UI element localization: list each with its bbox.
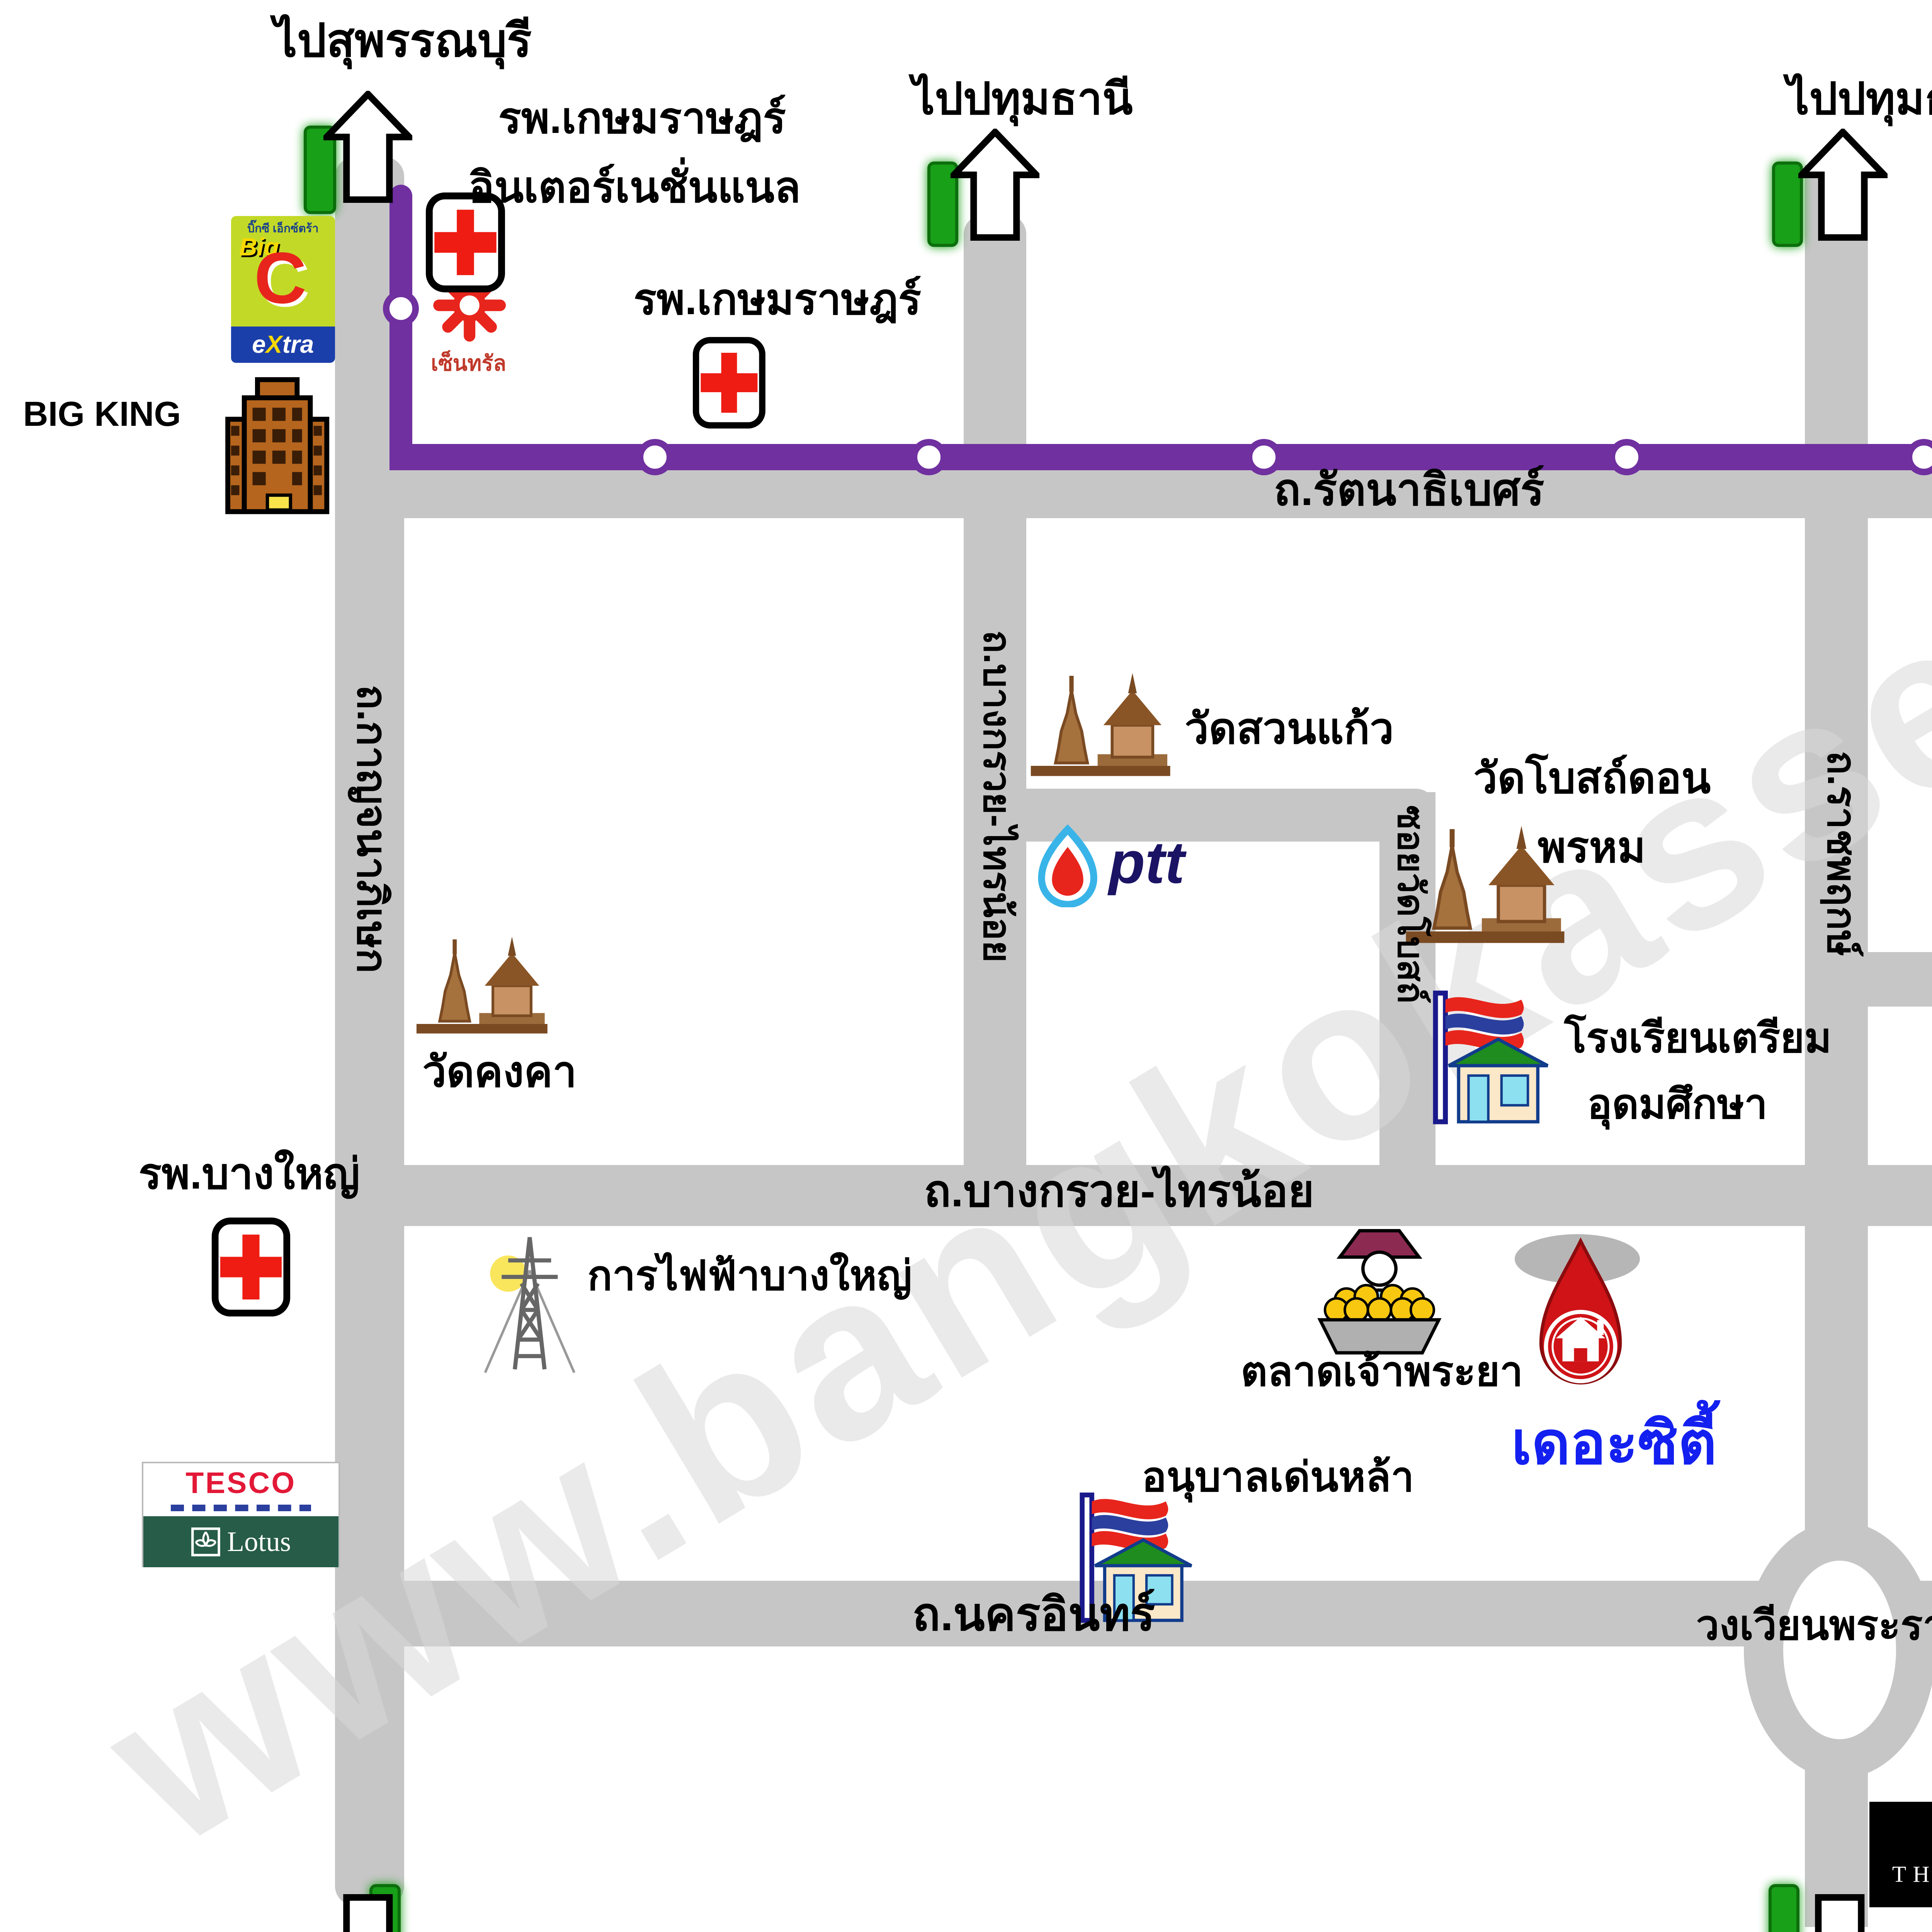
tesco-lotus-logo: TESCO Lotus xyxy=(142,1462,340,1568)
mrt-station-icon xyxy=(637,439,673,475)
road-label-nakhon-in: ถ.นครอินทร์ xyxy=(912,1589,1155,1641)
school-icon xyxy=(1433,991,1549,1124)
poi-label-kasemrad-inter-2: อินเตอร์เนชั่นแนล xyxy=(468,163,801,211)
big-c-extra-band: eXtra xyxy=(231,327,335,363)
mrt-station-icon xyxy=(1609,439,1645,475)
poi-label-electricity: การไฟฟ้าบางใหญ่ xyxy=(587,1252,912,1299)
temple-icon xyxy=(1406,826,1564,943)
road-rattanathibet xyxy=(335,463,1932,518)
green-bar xyxy=(1769,1884,1800,1932)
road-label-rama5-roundabout: วงเวียนพระรามห้า xyxy=(1696,1602,1932,1649)
mrt-station-icon xyxy=(911,439,947,475)
road-label-kanchanaphisek: ถ.กาญจนาภิเษก xyxy=(349,685,396,974)
road-label-bangkruai-sainoi: ถ.บางกรวย-ไทรน้อย xyxy=(924,1167,1315,1216)
hospital-cross-icon xyxy=(425,192,505,293)
hospital-cross-icon xyxy=(211,1218,290,1317)
poi-label-big-king: BIG KING xyxy=(23,395,181,434)
school-icon xyxy=(1080,1492,1192,1623)
poi-label-wat-bot-don-2: พรหม xyxy=(1537,823,1646,871)
road-bangkruai-sainoi xyxy=(335,1165,1932,1226)
poi-label-triam-udom-1: โรงเรียนเตรียม xyxy=(1564,1015,1832,1061)
road-soi-wat-bot xyxy=(1379,792,1435,1188)
poi-label-wat-khongkha: วัดคงคา xyxy=(422,1047,577,1096)
central-label: เซ็นทรัล xyxy=(431,352,507,376)
poi-label-chaophraya-market: ตลาดเจ้าพระยา xyxy=(1241,1348,1523,1395)
arrow-up-icon xyxy=(950,129,1040,241)
rama5-roundabout xyxy=(1744,1521,1932,1779)
market-vendor-icon xyxy=(1317,1229,1442,1355)
the-city-pin-icon xyxy=(1539,1237,1622,1384)
arrow-up-icon xyxy=(1798,129,1888,241)
poi-label-kasemrad-inter-1: รพ.เกษมราษฎร์ xyxy=(498,94,786,142)
lotus-flower-icon xyxy=(191,1527,220,1556)
the-walk-logo: THE W ALK ราชพฤกษ์ xyxy=(1869,1801,1932,1908)
arrow-up-icon xyxy=(323,90,413,203)
tesco-dashes xyxy=(170,1504,311,1512)
arrow-down-icon xyxy=(343,1894,393,1932)
temple-icon xyxy=(1031,673,1170,776)
road-label-rattanathibet: ถ.รัตนาธิเบศร์ xyxy=(1274,465,1544,515)
ptt-flame-icon xyxy=(1038,824,1097,908)
road-bangkruai-sainoi-vertical xyxy=(963,214,1026,1191)
central-logo: เซ็นทรัล xyxy=(416,267,521,380)
destination-pathumthani-east: ไปปทุมธานี xyxy=(1787,74,1932,124)
mrt-station-icon xyxy=(383,290,419,327)
road-branch-east xyxy=(1836,952,1932,1007)
poi-label-wat-bot-don-1: วัดโบสถ์ดอน xyxy=(1473,753,1711,802)
road-label-ratchaphruek: ถ.ราชพฤกษ์ xyxy=(1819,750,1864,956)
poi-label-kasemrad: รพ.เกษมราษฎร์ xyxy=(633,275,922,324)
mrt-purple-line xyxy=(389,444,1932,470)
destination-pathumthani-west: ไปปทุมธานี xyxy=(912,74,1133,124)
power-pylon-icon xyxy=(484,1237,575,1373)
poi-label-the-city: เดอะซิตี้ xyxy=(1511,1410,1717,1477)
big-king-building-icon xyxy=(225,377,329,514)
poi-label-denla: อนุบาลเด่นหล้า xyxy=(1141,1454,1414,1500)
temple-icon xyxy=(416,936,548,1034)
poi-label-bangyai-hospital: รพ.บางใหญ่ xyxy=(138,1150,360,1198)
ptt-logo-text: ptt xyxy=(1109,829,1185,896)
mrt-purple-line-vertical xyxy=(389,185,413,469)
big-c-extra-logo: บิ๊กซี เอ็กซ์ตร้า Big C eXtra xyxy=(231,216,335,363)
poi-label-triam-udom-2: อุดมศึกษา xyxy=(1587,1081,1768,1128)
hospital-cross-icon xyxy=(693,337,766,429)
big-c-header: บิ๊กซี เอ็กซ์ตร้า xyxy=(247,222,319,235)
arrow-down-icon xyxy=(1815,1894,1865,1932)
green-bar xyxy=(1772,162,1803,247)
poi-label-wat-suan-kaew: วัดสวนแก้ว xyxy=(1184,704,1394,753)
road-label-bangkruai-sainoi-vertical: ถ.บางกรวย-ไทรน้อย xyxy=(976,630,1019,963)
road-label-soi-wat-bot: ซอยวัดโบสถ์ xyxy=(1390,805,1431,1004)
destination-suphanburi: ไปสุพรรณบุรี xyxy=(274,15,532,66)
